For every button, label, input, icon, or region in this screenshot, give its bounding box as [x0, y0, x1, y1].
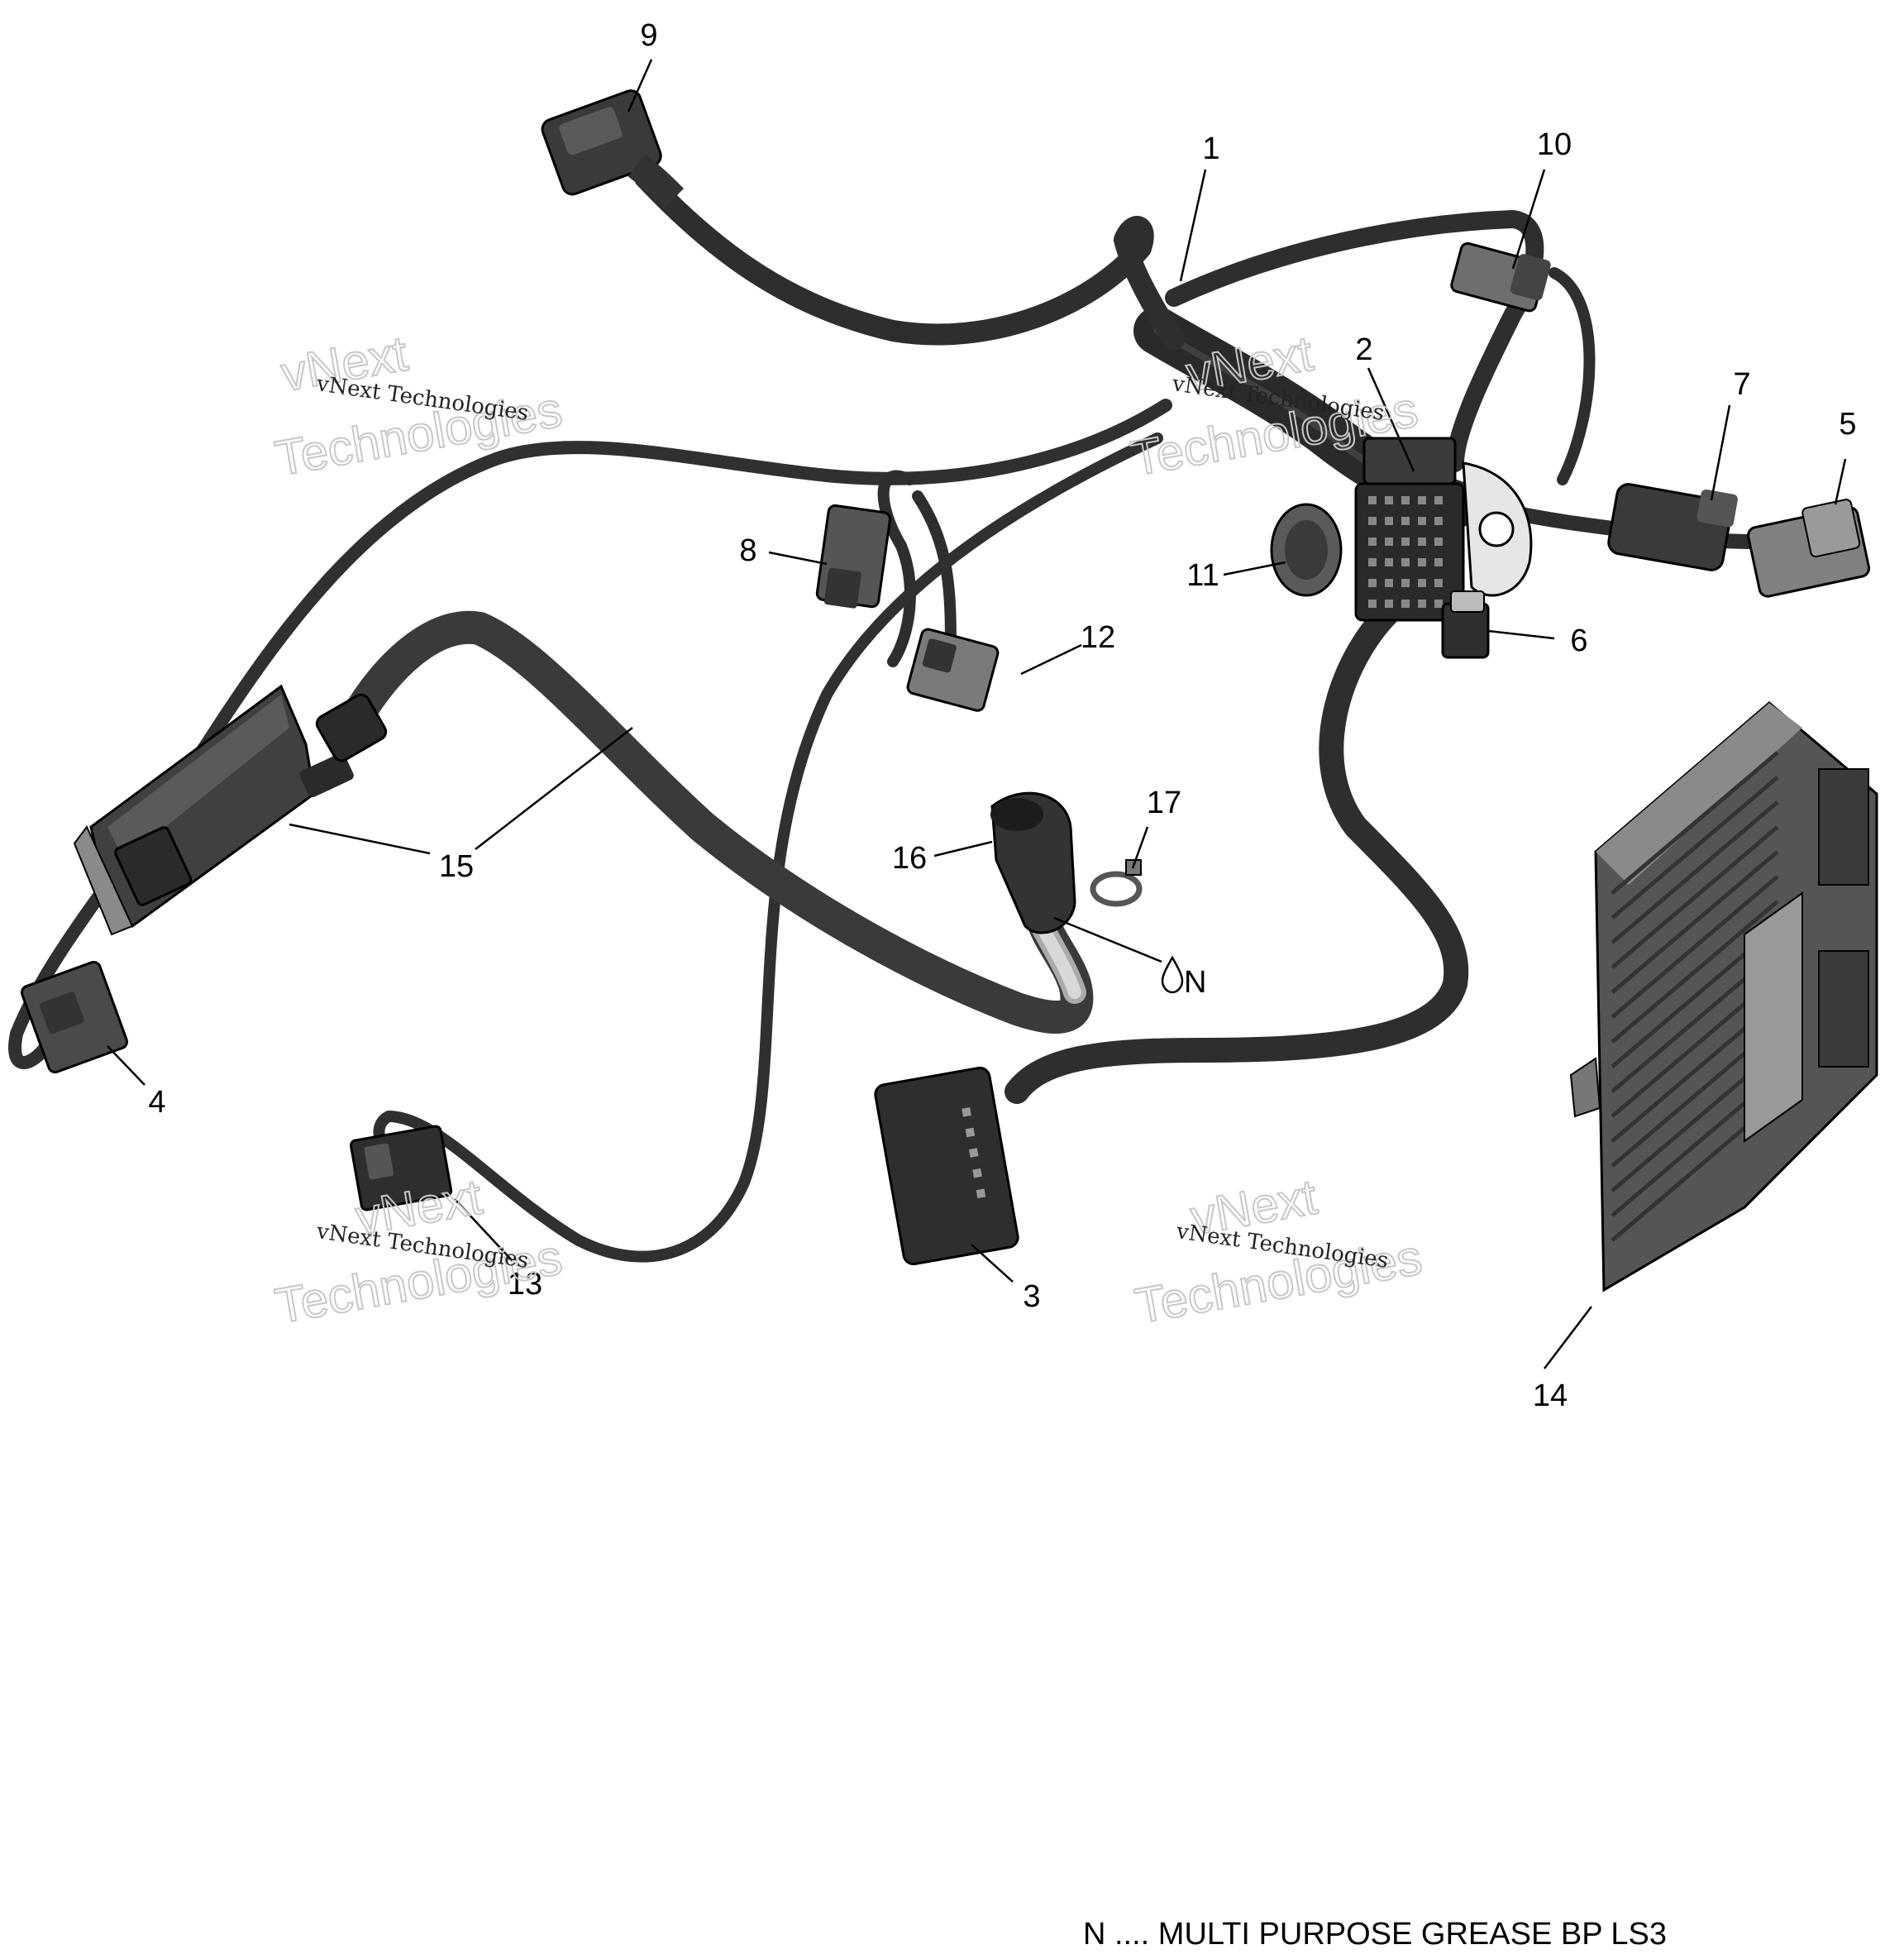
- callout-13: 13: [508, 1267, 542, 1302]
- callout-11: 11: [1186, 558, 1219, 593]
- leader-lines: [107, 59, 1847, 1369]
- callout-1: 1: [1202, 131, 1219, 166]
- watermark-bottom-right: vNext Technologies vNext Technologies: [1130, 1168, 1427, 1335]
- callout-N: N: [1184, 965, 1206, 1000]
- cable-to-connector-8: [877, 470, 916, 667]
- connector-9: [541, 89, 685, 209]
- boot-16: [990, 791, 1076, 934]
- callout-17: 17: [1147, 786, 1181, 820]
- ecm-module-14: [1569, 701, 1878, 1292]
- callout-8: 8: [739, 533, 756, 568]
- callout-10: 10: [1537, 127, 1572, 162]
- callout-15: 15: [439, 849, 474, 884]
- grease-callout: N: [1161, 955, 1206, 1000]
- connector-7: [1607, 483, 1738, 571]
- connector-5: [1747, 499, 1871, 598]
- connector-4: [20, 960, 129, 1074]
- ignition-coil-15: [73, 684, 388, 936]
- grommet-11: [1270, 503, 1343, 597]
- cable-to-connector-9: [634, 167, 1185, 350]
- callout-labels: 9 1 10 2 7 5 8 11 12 6 17 16 15 N 4 13 3…: [148, 18, 1856, 1413]
- callout-7: 7: [1733, 367, 1750, 402]
- callout-3: 3: [1023, 1279, 1040, 1314]
- callout-14: 14: [1533, 1378, 1568, 1413]
- callout-5: 5: [1839, 407, 1856, 442]
- main-connector-block-2: [1354, 437, 1533, 622]
- grease-drop-icon: [1161, 955, 1184, 994]
- watermark-top-left: vNext Technologies vNext Technologies: [270, 324, 567, 487]
- cable-to-connector-12: [912, 490, 957, 659]
- callout-6: 6: [1570, 624, 1587, 658]
- callout-2: 2: [1355, 332, 1372, 367]
- callout-16: 16: [892, 841, 927, 876]
- connector-12: [906, 628, 1000, 712]
- cable-to-connector-10: [1165, 210, 1544, 472]
- callout-12: 12: [1081, 620, 1115, 655]
- cable-to-connector-3: [1004, 600, 1469, 1104]
- connector-6: [1441, 590, 1490, 659]
- callout-9: 9: [640, 18, 657, 53]
- connector-13: [349, 1125, 453, 1211]
- connector-10: [1450, 241, 1551, 313]
- connector-3: [874, 1066, 1019, 1266]
- connector-8: [815, 504, 892, 609]
- grease-legend: N .... MULTI PURPOSE GREASE BP LS3: [1083, 1917, 1668, 1952]
- callout-4: 4: [148, 1085, 165, 1120]
